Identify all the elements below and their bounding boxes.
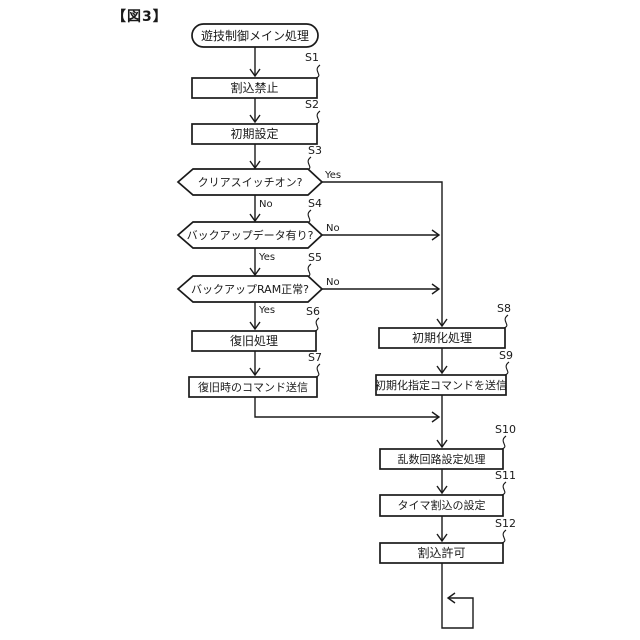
- step-id-s8: S8: [497, 302, 511, 315]
- leader-s2: [315, 110, 321, 125]
- process-s8-shape: [378, 327, 506, 349]
- node-s7-label: 復旧時のコマンド送信: [198, 380, 308, 394]
- process-s10-shape: [379, 448, 504, 470]
- node-s11-label: タイマ割込の設定: [397, 499, 486, 512]
- leader-s11: [501, 481, 507, 496]
- node-s5-label: バックアップRAM正常?: [190, 282, 310, 296]
- node-s8-label: 初期化処理: [411, 331, 472, 345]
- process-s7-shape: [188, 376, 318, 398]
- branch-s3-yes: Yes: [325, 170, 342, 181]
- edge-s12-loop: [441, 563, 474, 629]
- leader-s10: [501, 435, 507, 450]
- leader-s1: [315, 64, 321, 79]
- process-s2-shape: [191, 123, 318, 145]
- branch-s5-no: No: [326, 277, 340, 288]
- step-id-s1: S1: [305, 51, 319, 64]
- process-s12-shape: [379, 542, 504, 564]
- decision-s4-shape: [176, 221, 324, 249]
- step-id-s5: S5: [308, 251, 322, 264]
- process-s11-shape: [379, 494, 504, 517]
- edge-s3-yes-s8: [322, 181, 448, 328]
- node-s6-label: 復旧処理: [229, 334, 278, 348]
- step-id-s6: S6: [306, 305, 320, 318]
- branch-s4-yes: Yes: [259, 252, 276, 263]
- step-id-s11: S11: [495, 469, 516, 482]
- process-s1-shape: [191, 77, 318, 99]
- leader-s9: [504, 361, 510, 376]
- terminal-start-shape: [191, 23, 319, 48]
- step-id-s2: S2: [305, 98, 319, 111]
- branch-s5-yes: Yes: [259, 305, 276, 316]
- edge-s7-join: [254, 397, 441, 423]
- node-s4-label: バックアップデータ有り?: [186, 228, 314, 242]
- step-id-s3: S3: [308, 144, 322, 157]
- node-s1-label: 割込禁止: [230, 81, 279, 95]
- leader-s12: [501, 529, 507, 544]
- leader-s8: [503, 314, 509, 329]
- process-s6-shape: [191, 330, 317, 352]
- branch-s4-no: No: [326, 223, 340, 234]
- node-s12-label: 割込許可: [417, 546, 466, 560]
- branch-s3-no: No: [259, 199, 273, 210]
- decision-s3-shape: [176, 168, 324, 196]
- step-id-s12: S12: [495, 517, 516, 530]
- leader-s7: [315, 363, 321, 378]
- node-s3-label: クリアスイッチオン?: [197, 175, 303, 189]
- leader-s6: [314, 317, 320, 332]
- process-s9-shape: [375, 374, 507, 396]
- figure-title: 【図3】: [112, 9, 168, 25]
- node-s2-label: 初期設定: [230, 127, 279, 141]
- terminal-start-label: 遊技制御メイン処理: [200, 28, 309, 43]
- step-id-s4: S4: [308, 197, 322, 210]
- node-s9-label: 初期化指定コマンドを送信: [375, 378, 507, 392]
- step-id-s9: S9: [499, 349, 513, 362]
- decision-s5-shape: [176, 275, 324, 303]
- node-s10-label: 乱数回路設定処理: [397, 452, 486, 466]
- step-id-s10: S10: [495, 423, 516, 436]
- step-id-s7: S7: [308, 351, 322, 364]
